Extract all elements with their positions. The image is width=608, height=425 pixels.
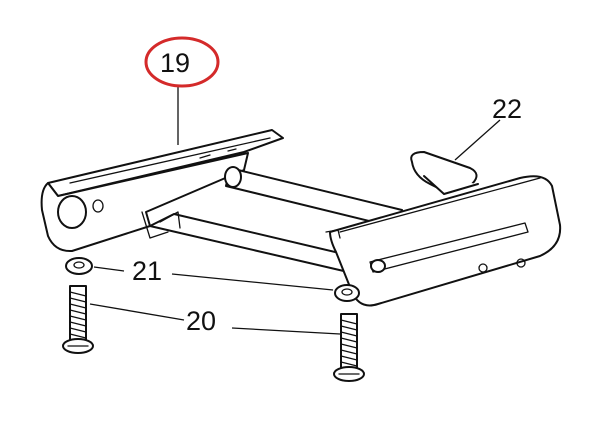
callout-21: 21 xyxy=(132,256,162,286)
leader-lines xyxy=(89,86,501,335)
callout-22: 22 xyxy=(492,94,522,124)
callout-20: 20 xyxy=(186,306,216,336)
washer-right xyxy=(334,284,360,302)
screw-left xyxy=(62,285,94,354)
washer-left xyxy=(65,257,93,275)
highlight-circle xyxy=(144,36,220,88)
frame-assembly xyxy=(40,129,562,307)
callout-19: 19 xyxy=(160,48,190,78)
screw-right xyxy=(333,313,365,382)
